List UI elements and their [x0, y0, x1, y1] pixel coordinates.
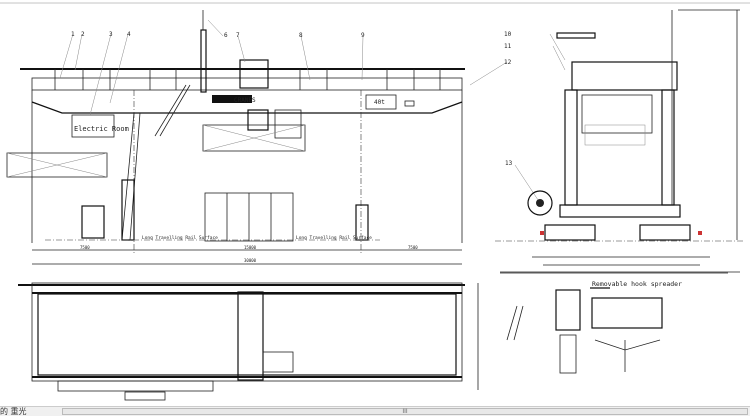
drawing-stroke	[549, 33, 566, 61]
drawing-stroke	[74, 33, 83, 71]
drawing-stroke	[361, 35, 364, 81]
lightning-mast	[200, 29, 207, 93]
side-elevation-view: Electric Room CRANES 40t Long Travelling…	[6, 10, 566, 265]
trolley	[239, 59, 269, 89]
truck	[81, 205, 105, 239]
callout-3: 3	[109, 31, 113, 38]
drawing-stroke	[89, 33, 112, 116]
capacity-label: 40t	[374, 99, 385, 106]
callout-4: 4	[127, 31, 131, 38]
callout-13: 13	[505, 160, 513, 167]
end-sill-beam	[559, 204, 681, 218]
drawing-stroke	[237, 35, 246, 63]
main-girder	[31, 101, 463, 114]
drawing-stroke	[207, 19, 224, 37]
callout-10: 10	[504, 31, 512, 38]
callout-8: 8	[299, 32, 303, 39]
plan-trolley	[237, 291, 264, 381]
plan-view	[18, 282, 479, 401]
drawing-stroke	[31, 282, 463, 382]
dim-center: 15000	[244, 245, 257, 250]
drawing-stroke	[552, 45, 566, 71]
drawing-stroke	[57, 380, 214, 392]
stairway	[154, 84, 191, 137]
drawing-stroke	[300, 35, 311, 81]
drawing-stroke	[404, 100, 415, 107]
drawing-stroke	[698, 231, 702, 235]
hook-block	[247, 109, 269, 131]
status-text: 的 重光	[0, 407, 27, 416]
spreader-side-view	[555, 289, 581, 331]
spreader	[202, 124, 306, 152]
callout-1: 1	[71, 31, 75, 38]
end-bogie-right	[639, 224, 691, 241]
end-trolley	[581, 94, 653, 134]
drawing-stroke	[59, 33, 74, 79]
hook-spreader-detail: Removable hook spreader	[500, 272, 728, 374]
rail-label-left: Long Travelling Rail Surface	[142, 235, 218, 241]
cab-stairs	[274, 109, 302, 139]
spreader-title: Removable hook spreader	[592, 280, 682, 288]
drawing-stroke	[121, 112, 141, 241]
drawing-stroke	[6, 152, 108, 178]
callout-7: 7	[236, 32, 240, 39]
callout-12: 12	[504, 59, 512, 66]
electric-room-label: Electric Room	[74, 125, 129, 133]
spreader-front-view	[591, 297, 663, 329]
drawing-stroke	[124, 391, 166, 401]
drawing-stroke	[469, 61, 508, 86]
plan-girder-outline	[37, 293, 457, 376]
electric-room	[71, 114, 115, 138]
dim-left: 7500	[80, 245, 90, 250]
drawing-stroke	[556, 32, 596, 39]
drawing-stroke	[536, 199, 544, 207]
callout-11: 11	[504, 43, 512, 50]
scrollbar-thumb[interactable]: III	[402, 408, 408, 415]
callout-9: 9	[361, 32, 365, 39]
end-bogie-left	[544, 224, 596, 241]
drawing-stroke	[109, 33, 129, 104]
drawing-stroke	[514, 164, 541, 204]
end-girder	[571, 61, 678, 91]
container-load	[6, 152, 108, 178]
rail-label-right: Long Travelling Rail Surface	[296, 235, 372, 241]
dim-right: 7500	[408, 245, 418, 250]
brand-label: CRANES	[234, 97, 256, 104]
right-leg-base	[355, 204, 369, 241]
drawing-stroke	[59, 19, 566, 204]
drawing-stroke	[594, 339, 661, 372]
capacity-plate	[365, 94, 397, 110]
callout-2: 2	[81, 31, 85, 38]
drawing-stroke	[559, 334, 577, 374]
horizontal-scrollbar[interactable]: III	[62, 408, 748, 415]
girder-walkway	[31, 77, 463, 91]
drawing-stroke	[202, 124, 306, 152]
callout-6: 6	[224, 32, 228, 39]
cable-reel	[527, 190, 553, 216]
drawing-stroke	[54, 69, 441, 90]
end-left-leg	[564, 89, 578, 206]
drawing-stroke	[31, 90, 463, 243]
drawing-stroke	[540, 231, 544, 235]
brand-plate	[212, 95, 252, 103]
drawing-stroke	[506, 305, 524, 341]
dim-total: 30000	[244, 258, 257, 263]
drawing-stroke	[262, 351, 294, 373]
drawing-stroke	[584, 124, 646, 146]
end-elevation-view: 10 11 12 13	[495, 9, 745, 273]
